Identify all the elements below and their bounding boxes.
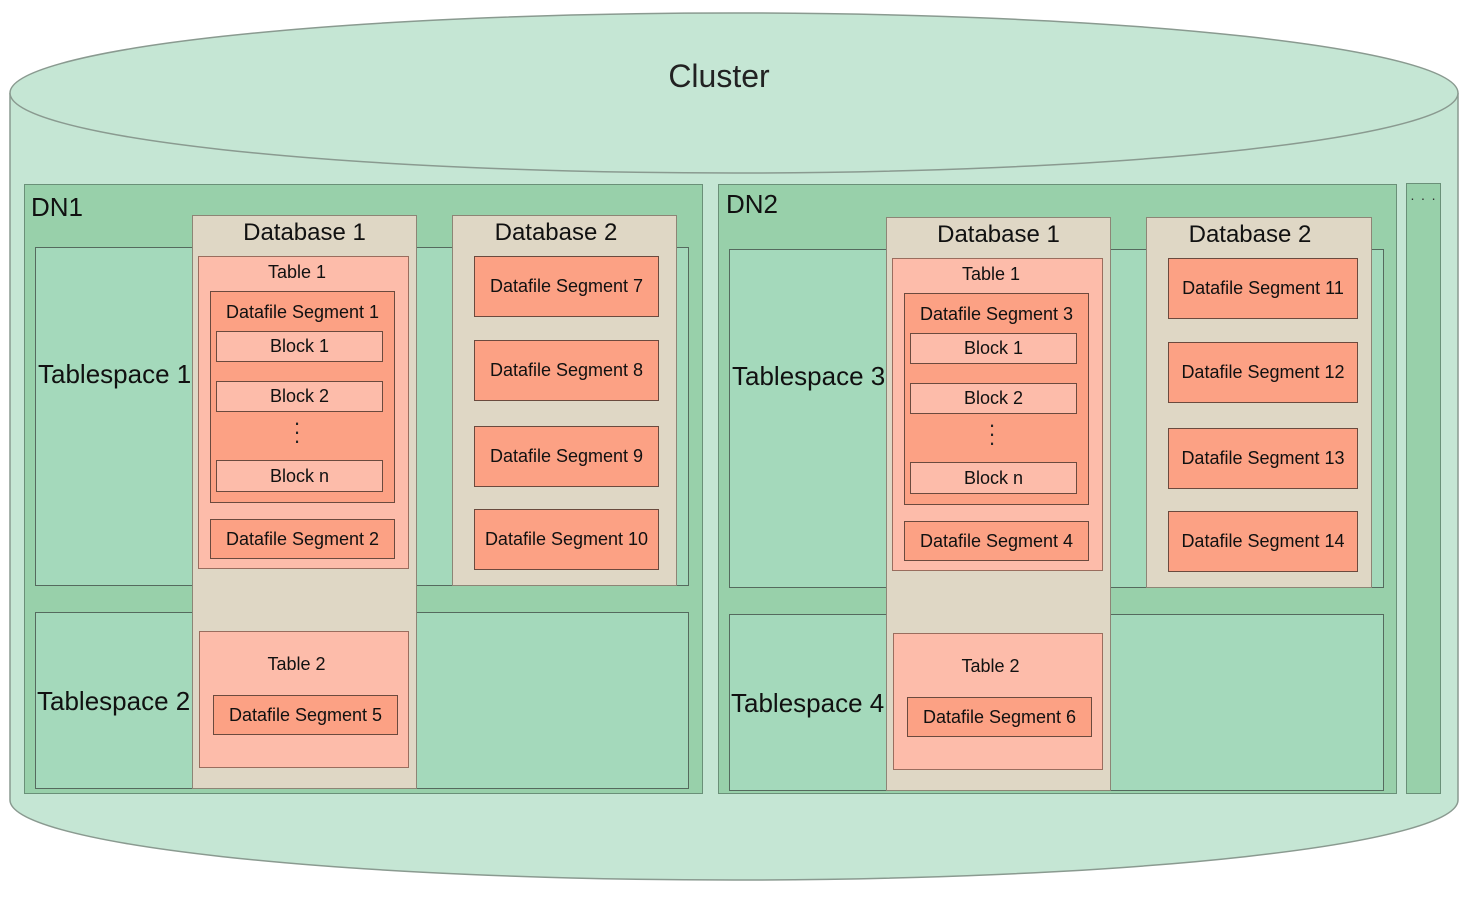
dn1-block-2: Block 2 — [216, 381, 383, 412]
dn1-datafile-segment-1-label: Datafile Segment 1 — [225, 302, 380, 322]
tablespace-3-label: Tablespace 3 — [732, 361, 886, 391]
dn2-datafile-segment-12: Datafile Segment 12 — [1168, 342, 1358, 403]
dn2-datafile-segment-11: Datafile Segment 11 — [1168, 258, 1358, 319]
dn2-datafile-segment-4: Datafile Segment 4 — [904, 521, 1089, 561]
dn2-block-ellipsis: ··· — [988, 412, 996, 455]
cluster-title: Cluster — [668, 58, 770, 94]
dn1-block-n: Block n — [216, 460, 383, 492]
dn2-block-1: Block 1 — [910, 333, 1077, 364]
dn1-block-1: Block 1 — [216, 331, 383, 362]
dn1-datafile-segment-9: Datafile Segment 9 — [474, 426, 659, 487]
dn1-database-2-label: Database 2 — [494, 219, 618, 246]
tablespace-4-label: Tablespace 4 — [731, 688, 885, 718]
dn2-table-1-label: Table 1 — [961, 264, 1021, 284]
dn2-datafile-segment-3-label: Datafile Segment 3 — [919, 304, 1074, 324]
dn1-datafile-segment-10: Datafile Segment 10 — [474, 509, 659, 570]
dn2-table-2-label: Table 2 — [961, 656, 1020, 676]
dn2-database-1-label: Database 1 — [937, 221, 1060, 248]
dn1-datafile-segment-5: Datafile Segment 5 — [213, 695, 398, 735]
more-data-nodes — [1406, 183, 1441, 794]
dn1-table-2-label: Table 2 — [267, 654, 326, 674]
tablespace-2-label: Tablespace 2 — [37, 686, 191, 716]
dn1-label: DN1 — [31, 192, 84, 222]
dn1-table-1-label: Table 1 — [267, 262, 327, 282]
dn2-datafile-segment-6: Datafile Segment 6 — [907, 697, 1092, 737]
dn2-datafile-segment-13: Datafile Segment 13 — [1168, 428, 1358, 489]
dn2-block-2: Block 2 — [910, 383, 1077, 414]
dn1-datafile-segment-8: Datafile Segment 8 — [474, 340, 659, 401]
dn1-block-ellipsis: ··· — [293, 410, 301, 453]
dn2-datafile-segment-14: Datafile Segment 14 — [1168, 511, 1358, 572]
tablespace-1-label: Tablespace 1 — [38, 359, 192, 389]
dn2-label: DN2 — [726, 189, 779, 219]
dn1-datafile-segment-7: Datafile Segment 7 — [474, 256, 659, 317]
more-data-nodes-ellipsis: · · · — [1410, 190, 1437, 206]
dn1-datafile-segment-2: Datafile Segment 2 — [210, 519, 395, 559]
dn1-database-1-label: Database 1 — [243, 219, 366, 246]
dn2-block-n: Block n — [910, 462, 1077, 494]
dn2-database-2-label: Database 2 — [1188, 221, 1312, 248]
